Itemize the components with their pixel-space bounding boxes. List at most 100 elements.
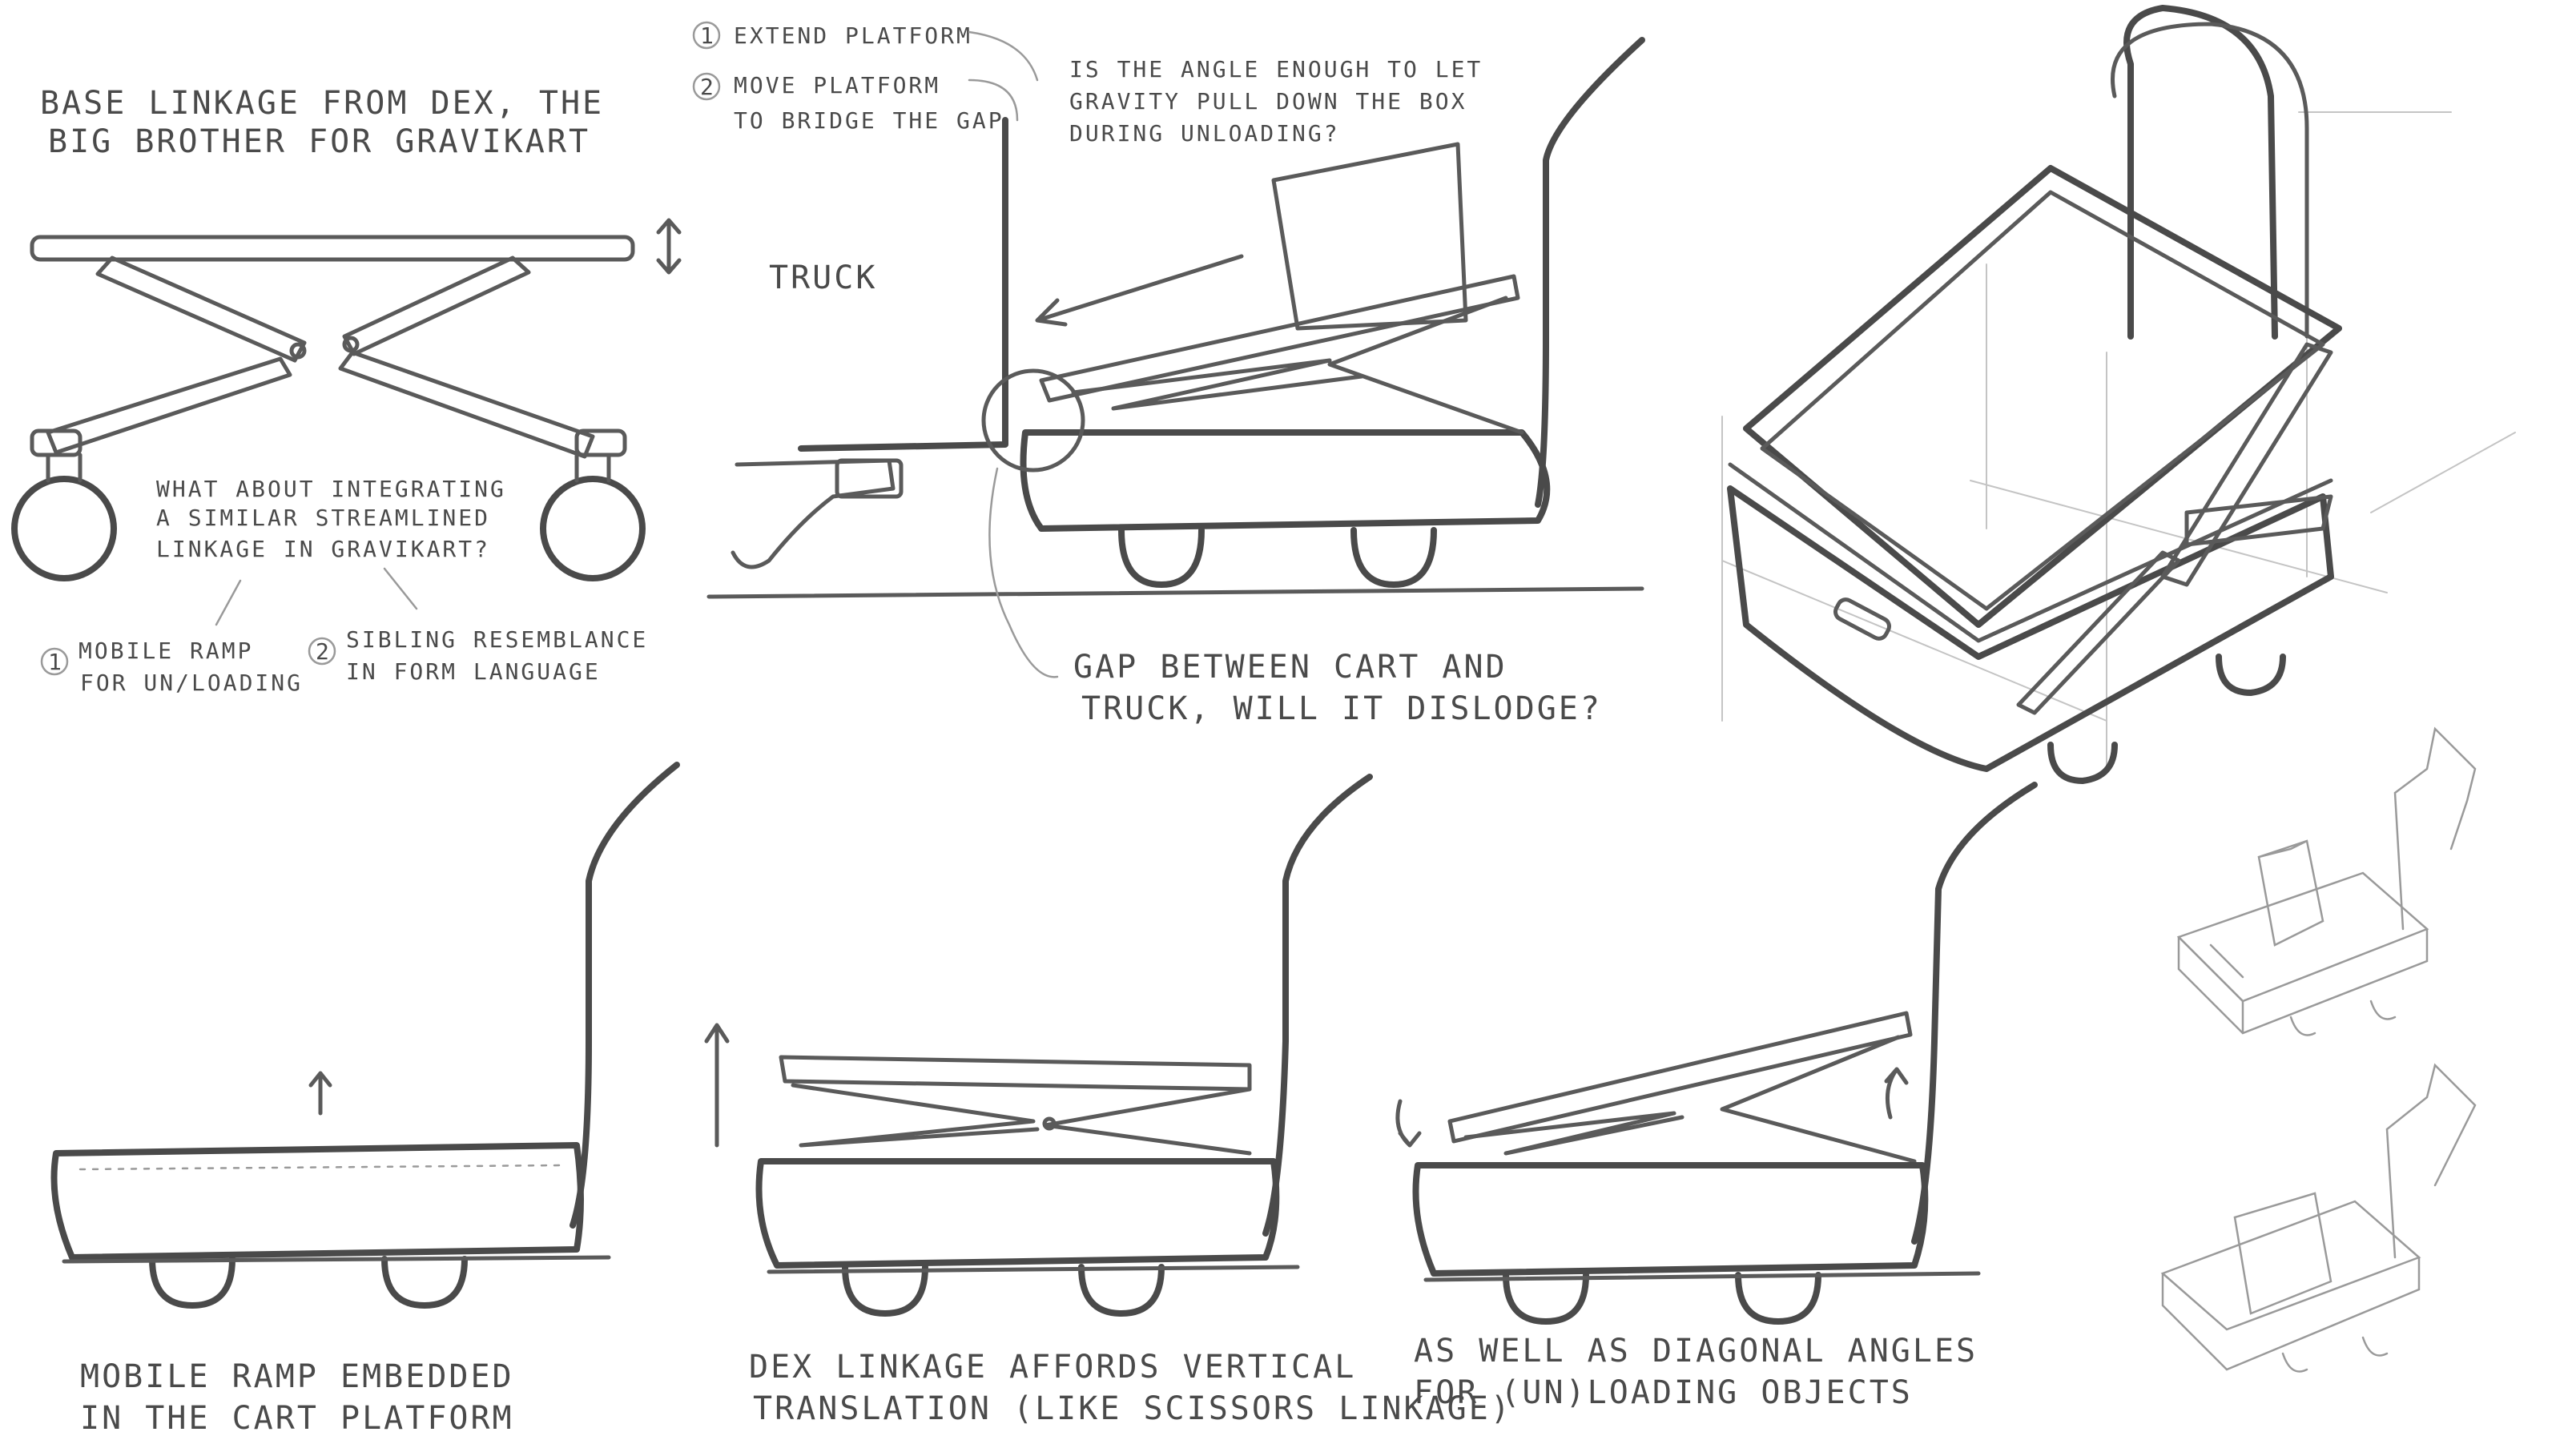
pivot-left [289,342,307,360]
thumb2-platform [2160,1200,2421,1371]
iso-linkage [2016,342,2333,715]
extend-line-1: EXTEND PLATFORM [734,22,972,49]
cart1-wheels [149,1256,468,1309]
cart2-platform [779,1055,1252,1092]
gap-question-note: GAP BETWEEN CART AND TRUCK, WILL IT DISL… [1073,649,1602,727]
pivot-right [342,336,360,353]
extend-number: 1 [700,22,716,49]
iso-tray-inner [1760,190,2325,611]
cart-wheel-2 [1350,527,1437,588]
linkage-arm-left-lower [46,356,292,455]
leader-lines [215,567,418,626]
iso-wheel-2 [2216,654,2286,696]
angle-line-1: IS THE ANGLE ENOUGH TO LET [1069,56,1483,82]
cart2-wheels [842,1264,1165,1317]
caster-left-fork [46,452,83,483]
iso-handle-inner [2111,22,2309,339]
curved-up-arrow-icon [1884,1067,1909,1120]
dex-vertical-line-1: DEX LINKAGE AFFORDS VERTICAL [749,1349,1356,1386]
truck-bumper [731,458,896,569]
dex-vertical-line-2: TRANSLATION (LIKE SCISSORS LINKAGE) [753,1390,1512,1427]
cart3-body [1412,1162,1929,1277]
integrating-line-1: WHAT ABOUT INTEGRATING [156,476,506,502]
cart-handle [1535,37,1645,508]
thumb2-box [2233,1192,2332,1315]
cart2-pivot [1042,1116,1057,1131]
cart1-ground [62,1255,611,1264]
note-leader [968,30,1039,122]
caster-right-mount [574,428,627,457]
thumb1-handle [2393,726,2477,931]
base-linkage-line-1: BASE LINKAGE FROM DEX, THE [40,85,604,122]
cart-sketch-diagonal-linkage [1395,782,2038,1325]
cart3-wheels [1503,1272,1821,1325]
caster-right-fork [574,452,611,483]
caster-left-mount [30,428,83,457]
iso-wheel-1 [2047,742,2118,784]
integrating-line-3: LINKAGE IN GRAVIKART? [156,536,490,562]
down-arrow-icon [1395,1099,1422,1148]
truck-hitch [835,458,904,499]
sibling-line-1: SIBLING RESEMBLANCE [346,626,648,653]
thumb1-box [2257,839,2324,947]
isometric-cart-sketch [1721,5,2516,784]
mobile-ramp-line-2: FOR UN/LOADING [80,670,303,696]
cart-sketch-ramp-embedded [50,762,680,1309]
vertical-arrow-icon [656,218,682,275]
diagonal-line-2: FOR (UN)LOADING OBJECTS [1414,1374,1913,1411]
gap-line-1: GAP BETWEEN CART AND [1073,649,1507,686]
cargo-box [1271,142,1468,331]
base-linkage-line-2: BIG BROTHER FOR GRAVIKART [48,123,590,160]
cart1-body [50,1142,584,1261]
angle-line-3: DURING UNLOADING? [1069,120,1340,147]
mobile-ramp-line-1: MOBILE RAMP [78,638,253,664]
linkage-arm-left-upper [95,255,307,363]
tilted-platform [1039,274,1520,403]
wheel-right [540,476,646,581]
gap-leader [988,467,1059,678]
angle-question-note: IS THE ANGLE ENOUGH TO LET GRAVITY PULL … [1069,56,1483,147]
iso-base-edge [1728,462,2333,643]
integrating-note: WHAT ABOUT INTEGRATING A SIMILAR STREAML… [156,476,506,626]
iso-base [1727,485,2334,772]
ramp-embedded-line-2: IN THE CART PLATFORM [80,1400,514,1437]
number-circle [308,637,336,666]
mobile-ramp-number: 1 [48,649,64,675]
integrating-line-2: A SIMILAR STREAMLINED [156,505,490,531]
number-circle [40,647,69,676]
diagonal-angles-note: AS WELL AS DIAGONAL ANGLES FOR (UN)LOADI… [1414,1333,1975,1411]
number-circle [692,72,721,101]
thumbnail-sketch-1 [2176,726,2477,1036]
number-circle [692,21,721,50]
linkage-arm-right-lower [338,350,595,459]
cart1-handle [570,762,680,1229]
cart-sketch-vertical-linkage [704,774,1373,1317]
sibling-resemblance-note: 2 SIBLING RESEMBLANCE IN FORM LANGUAGE [308,626,648,685]
angle-line-2: GRAVITY PULL DOWN THE BOX [1069,88,1467,115]
move-line-1: MOVE PLATFORM [734,72,940,99]
linkage-top-bar [30,235,635,262]
thumb1-hatch [2177,935,2244,1003]
linkage-arm-right-upper [342,255,531,356]
cart2-linkage [791,1083,1252,1156]
push-arrow-icon [1035,254,1244,327]
truck-label: TRUCK [769,259,877,296]
iso-handle-outer [2123,5,2278,340]
cart-wheel-1 [1118,527,1205,588]
move-platform-note: 2 MOVE PLATFORM TO BRIDGE THE GAP [692,72,1004,134]
thumbnail-sketch-2 [2160,1063,2477,1373]
move-number: 2 [700,74,716,100]
thumb1-platform [2176,871,2429,1035]
scissor-linkage-sketch [11,218,682,581]
cart2-ground [767,1265,1300,1274]
gap-line-2: TRUCK, WILL IT DISLODGE? [1081,690,1602,727]
sibling-line-2: IN FORM LANGUAGE [346,658,601,685]
cart2-body [755,1158,1280,1269]
up-arrow-icon [308,1071,332,1116]
move-line-2: TO BRIDGE THE GAP [734,107,1004,134]
tall-up-arrow-icon [704,1023,730,1148]
base-linkage-note: BASE LINKAGE FROM DEX, THE BIG BROTHER F… [40,85,604,160]
ramp-embedded-line-1: MOBILE RAMP EMBEDDED [80,1358,514,1395]
dex-vertical-note: DEX LINKAGE AFFORDS VERTICAL TRANSLATION… [749,1349,1512,1427]
